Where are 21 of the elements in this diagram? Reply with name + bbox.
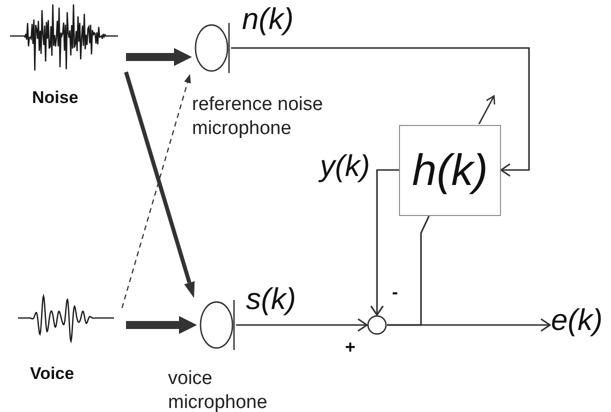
summing-junction	[367, 315, 387, 335]
microphone-label: voice microphone	[168, 368, 268, 412]
source-label: Noise	[32, 88, 78, 108]
microphone-symbol	[199, 300, 236, 350]
source-label: Voice	[30, 364, 74, 384]
filter-block	[399, 125, 501, 216]
thick-arrow	[126, 316, 197, 334]
arrow	[236, 318, 368, 332]
arrow	[231, 47, 530, 177]
signal-label: e(k)	[551, 306, 603, 336]
minus-sign: -	[392, 282, 398, 302]
filter-label: h(k)	[412, 148, 488, 192]
thick-arrow	[126, 48, 192, 66]
signal-label: y(k)	[320, 150, 370, 183]
microphone-label: reference noise microphone	[192, 94, 323, 139]
signal-label: s(k)	[246, 283, 296, 316]
microphone-symbol	[194, 23, 231, 73]
plus-sign: +	[345, 337, 356, 357]
arrow	[370, 169, 399, 316]
signal-label: n(k)	[242, 3, 294, 36]
connector-line	[387, 216, 430, 326]
